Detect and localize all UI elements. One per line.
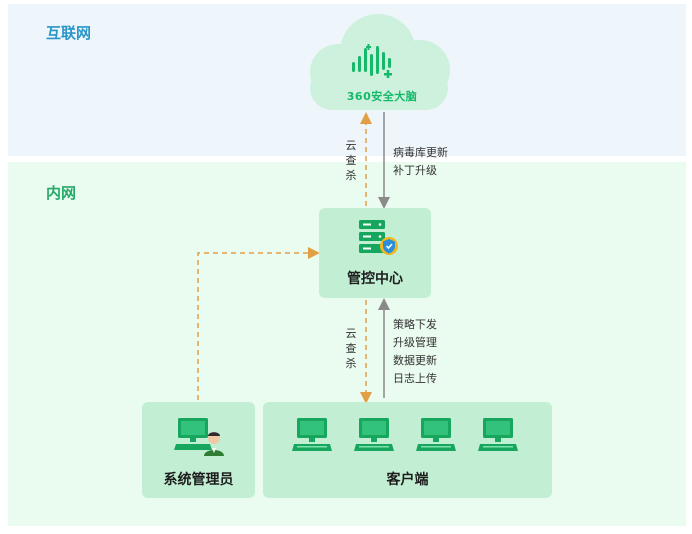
internet-zone-label: 互联网 <box>46 24 92 42</box>
client-computer-icon <box>416 418 456 451</box>
admin-label: 系统管理员 <box>163 472 234 488</box>
cloud-shape <box>310 14 450 110</box>
cloud-scan-label-bottom: 云 查 杀 <box>345 327 357 370</box>
intranet-zone-label: 内网 <box>46 184 77 202</box>
360-logo-icon <box>352 44 392 78</box>
clients-label: 客户端 <box>386 472 429 488</box>
control-center-label: 管控中心 <box>347 271 403 287</box>
client-computer-icon <box>292 418 332 451</box>
update-label-top: 病毒库更新 补丁升级 <box>393 146 448 177</box>
control-center-box: 管控中心 <box>319 208 431 298</box>
brand-name: 360安全大脑 <box>346 90 418 103</box>
cloud-scan-label-top: 云 查 杀 <box>345 139 357 182</box>
admin-computer-icon <box>174 418 224 456</box>
server-shield-icon <box>359 220 398 255</box>
admin-box: 系统管理员 <box>142 402 255 498</box>
client-computer-icon <box>354 418 394 451</box>
client-computer-icon <box>478 418 518 451</box>
clients-box: 客户端 <box>263 402 552 498</box>
policy-label-bottom: 策略下发 升级管理 数据更新 日志上传 <box>393 318 437 385</box>
